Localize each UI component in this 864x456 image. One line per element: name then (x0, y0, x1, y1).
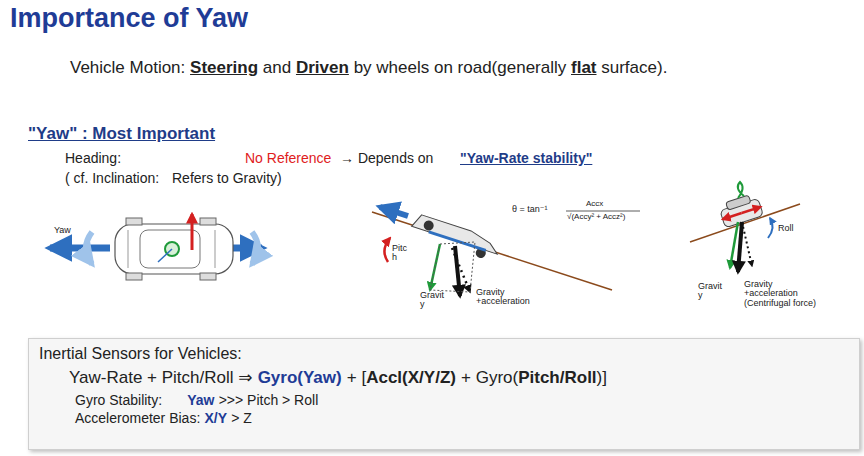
label: √(Accy² + Accz²) (567, 212, 625, 221)
box-text: Gyro Stability: (75, 392, 183, 408)
box-text: Yaw (187, 392, 214, 408)
label: → Depends on (340, 150, 433, 166)
label: Gravit y (698, 282, 724, 301)
label: Refers to Gravity) (172, 170, 282, 186)
label: and (263, 58, 291, 78)
label: Roll (778, 224, 794, 233)
box-text: Yaw-Rate + Pitch/Roll ⇒ (69, 367, 253, 388)
fraction-bar (566, 211, 640, 212)
label: "Yaw" : Most Important (28, 124, 215, 144)
roll-figure (690, 182, 800, 272)
box-text: Accelerometer Bias: (75, 410, 200, 426)
box-text: Inertial Sensors for Vehicles: (39, 345, 242, 363)
box-text: Gyro(Yaw) (258, 368, 342, 388)
label: Vehicle Motion: (70, 58, 185, 78)
box-text: Accl(X/Y/Z) (366, 368, 456, 388)
label: "Yaw-Rate stability" (460, 150, 592, 166)
label: θ = tan⁻¹ (512, 204, 548, 214)
label: Heading: (65, 150, 121, 166)
box-text: + [ (347, 368, 366, 388)
label: Gravity +acceleration (Centrifugal force… (744, 280, 824, 308)
label: ( cf. Inclination: (65, 170, 159, 186)
label: Gravit y (420, 291, 446, 310)
box-text: + Gyro( (461, 368, 518, 388)
box-text: >>> Pitch > Roll (219, 392, 319, 408)
label: Driven (296, 58, 349, 78)
label: Steering (190, 58, 258, 78)
box-text: X/Y (204, 410, 227, 426)
box-text: Pitch/Roll (518, 368, 596, 388)
yaw-figure (50, 214, 262, 280)
label: Pitc h (392, 244, 410, 263)
page-title: Importance of Yaw (10, 3, 248, 34)
info-box: Inertial Sensors for Vehicles: Yaw-Rate +… (28, 338, 860, 450)
label: Accx (586, 199, 603, 208)
label: surface). (601, 58, 667, 78)
box-text: )] (597, 368, 607, 388)
label: No Reference (245, 150, 331, 166)
label: Yaw (54, 226, 71, 235)
label: by wheels on road(generally (354, 58, 567, 78)
box-text: > Z (231, 410, 252, 426)
label: flat (571, 58, 597, 78)
label: Gravity +acceleration (476, 288, 546, 307)
text-row: Vehicle Motion:SteeringandDrivenby wheel… (70, 58, 672, 78)
